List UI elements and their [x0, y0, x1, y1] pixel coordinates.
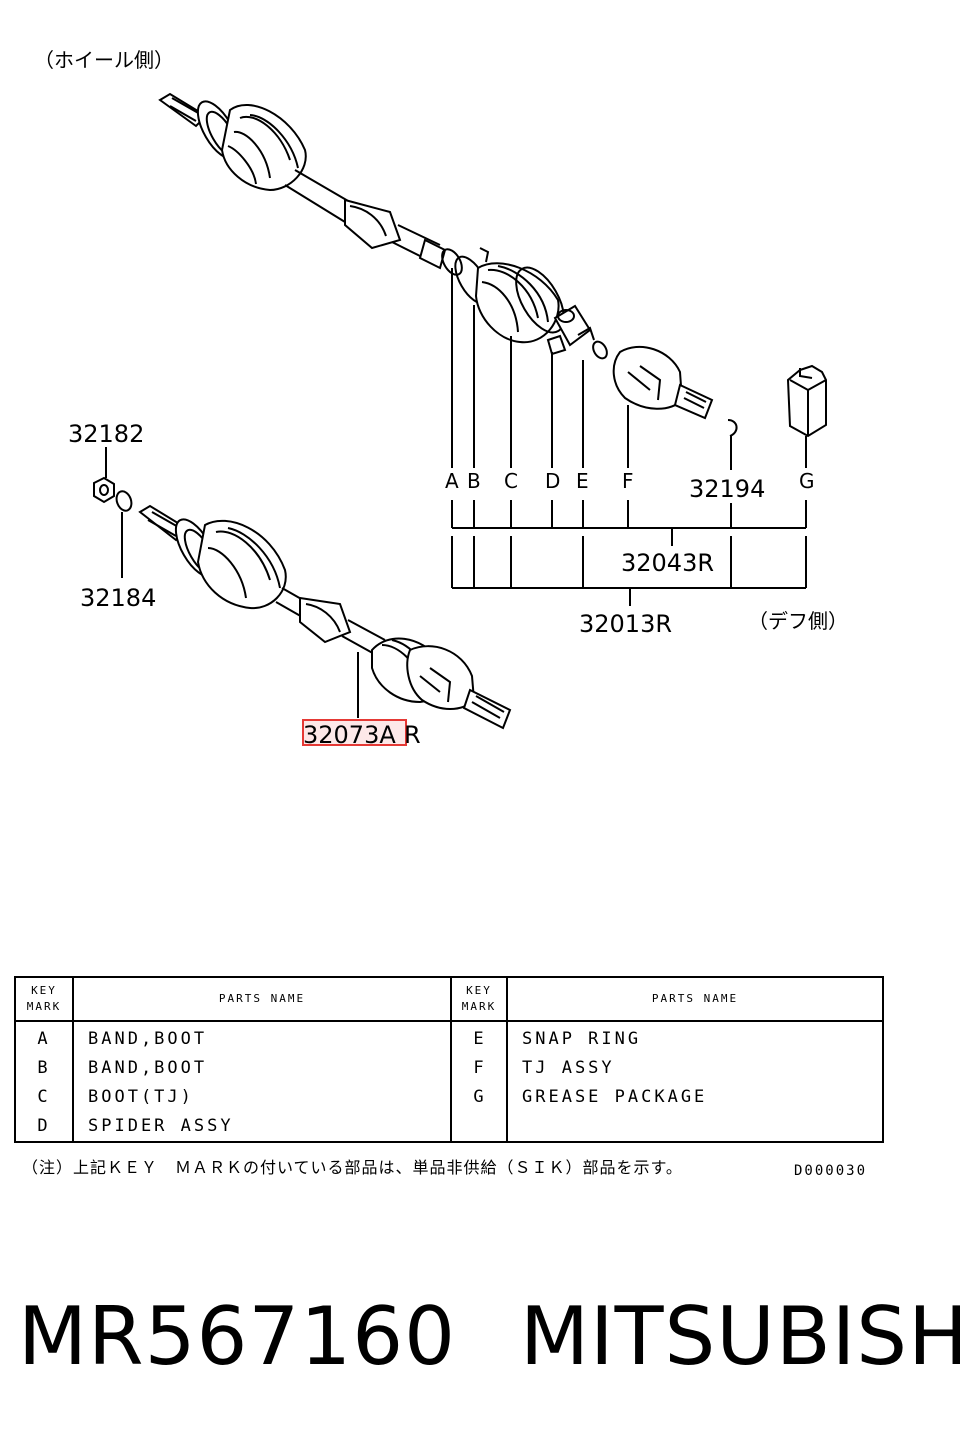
table-row-key: G [473, 1087, 487, 1107]
table-row-key: D [37, 1116, 51, 1136]
footnote: （注）上記ＫＥＹ ＭＡＲＫの付いている部品は、単品非供給（ＳＩＫ）部品を示す。 [22, 1158, 683, 1177]
key-mark-d: D [545, 469, 560, 493]
parts-diagram: （ホイール側） [34, 48, 848, 749]
table-row-name: BOOT(TJ) [88, 1087, 194, 1107]
table-row-name: GREASE PACKAGE [522, 1087, 708, 1107]
key-mark-c: C [504, 469, 518, 493]
table-row-key: C [37, 1087, 51, 1107]
key-mark-e: E [576, 469, 589, 493]
table-row-key: F [473, 1058, 487, 1078]
part-label-32043r: 32043R [621, 549, 714, 577]
diff-side-label: （デフ側） [748, 609, 848, 633]
diagram-code: D000030 [794, 1163, 868, 1179]
key-mark-f: F [622, 469, 634, 493]
upper-drive-shaft [158, 92, 827, 438]
table-row-name: TJ ASSY [522, 1058, 615, 1078]
key-mark-b: B [467, 469, 481, 493]
wheel-side-label: （ホイール側） [34, 48, 174, 72]
table-row-name: SPIDER ASSY [88, 1116, 234, 1136]
key-mark-letters: A B C D E F G [445, 469, 815, 493]
header-parts-name-left: PARTS NAME [218, 992, 306, 1005]
part-label-32194: 32194 [689, 475, 765, 503]
part-label-32184: 32184 [80, 584, 156, 612]
highlight-box [302, 719, 407, 746]
table-row-key: E [473, 1029, 487, 1049]
table-row-name: SNAP RING [522, 1029, 642, 1049]
key-mark-g: G [799, 469, 815, 493]
lower-drive-shaft [93, 447, 512, 730]
part-label-32182: 32182 [68, 420, 144, 448]
footer-title: MR567160 MITSUBISHI [18, 1290, 960, 1383]
header-parts-name-right: PARTS NAME [651, 992, 739, 1005]
part-label-32073a[interactable]: 32073A [303, 721, 396, 749]
part-label-32013r: 32013R [579, 610, 672, 638]
part-number: MR567160 [18, 1290, 456, 1383]
part-label-32073-suffix: R [404, 721, 421, 749]
brand-name: MITSUBISHI [520, 1290, 960, 1383]
table-row-name: BAND,BOOT [88, 1058, 208, 1078]
key-mark-leaders [451, 268, 807, 606]
key-mark-a: A [445, 469, 459, 493]
table-row-key: A [37, 1029, 51, 1049]
table-row-key: B [37, 1058, 51, 1078]
table-row-name: BAND,BOOT [88, 1029, 208, 1049]
